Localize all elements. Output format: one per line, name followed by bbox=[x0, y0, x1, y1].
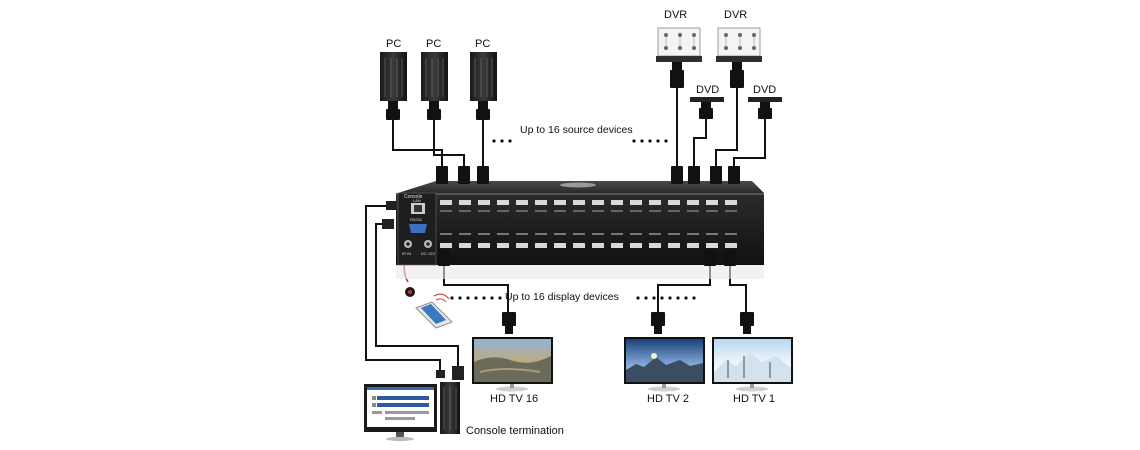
pc-label-3: PC bbox=[475, 38, 491, 50]
tv-label-16: HD TV 16 bbox=[490, 393, 539, 405]
console-panel-label: Console bbox=[404, 194, 423, 200]
pc-label-2: PC bbox=[426, 38, 442, 50]
output-ports bbox=[440, 243, 737, 248]
dvr-unit-1 bbox=[656, 27, 702, 62]
dvr-label-1: DVR bbox=[664, 9, 688, 21]
console-monitor bbox=[364, 384, 437, 441]
hd-tv-2 bbox=[624, 337, 705, 392]
dc-power-port-icon bbox=[424, 240, 432, 248]
console-termination-label: Console termination bbox=[466, 425, 564, 437]
output-plugs bbox=[438, 250, 736, 266]
ir-port-icon bbox=[404, 240, 412, 248]
output-port-labels bbox=[440, 233, 737, 235]
rs232-port-label: RS232 bbox=[410, 217, 423, 222]
dvd-player-2 bbox=[748, 97, 782, 119]
hdmi-plug-icon bbox=[502, 312, 754, 334]
pc-tower-3 bbox=[470, 52, 497, 101]
pc-label-1: PC bbox=[386, 38, 402, 50]
tv-label-2: HD TV 2 bbox=[647, 393, 689, 405]
dvr-label-2: DVR bbox=[724, 9, 748, 21]
console-cable-plugs bbox=[382, 201, 396, 229]
dc-port-label: DC 12V bbox=[421, 251, 436, 256]
hd-tv-1 bbox=[712, 337, 793, 392]
hdmi-plug-icon bbox=[386, 101, 490, 120]
pc-tower-1 bbox=[380, 52, 407, 101]
source-devices-caption: Up to 16 source devices bbox=[520, 124, 633, 136]
dvd-label-2: DVD bbox=[753, 84, 777, 96]
lan-port-label: LAN bbox=[413, 198, 421, 203]
dvd-label-1: DVD bbox=[696, 84, 720, 96]
hd-tv-16 bbox=[472, 337, 553, 392]
rs232-port-icon bbox=[409, 224, 427, 233]
input-ports bbox=[440, 200, 737, 205]
input-port-labels bbox=[440, 210, 737, 212]
dvd-player-1 bbox=[690, 97, 724, 119]
pc-tower-2 bbox=[421, 52, 448, 101]
ir-receiver-icon bbox=[405, 287, 415, 297]
ir-port-label: IR IN bbox=[402, 251, 412, 256]
console-tower bbox=[440, 382, 460, 434]
console-plugs bbox=[436, 366, 464, 380]
hdmi-plug-icon bbox=[670, 62, 744, 88]
lan-port-icon bbox=[411, 203, 425, 214]
dotted-lines bbox=[450, 139, 696, 300]
dvr-unit-2 bbox=[716, 27, 762, 62]
tv-label-1: HD TV 1 bbox=[733, 393, 775, 405]
remote-control-icon bbox=[415, 293, 453, 329]
display-devices-caption: Up to 16 display devices bbox=[505, 291, 619, 303]
input-plugs bbox=[436, 166, 740, 184]
